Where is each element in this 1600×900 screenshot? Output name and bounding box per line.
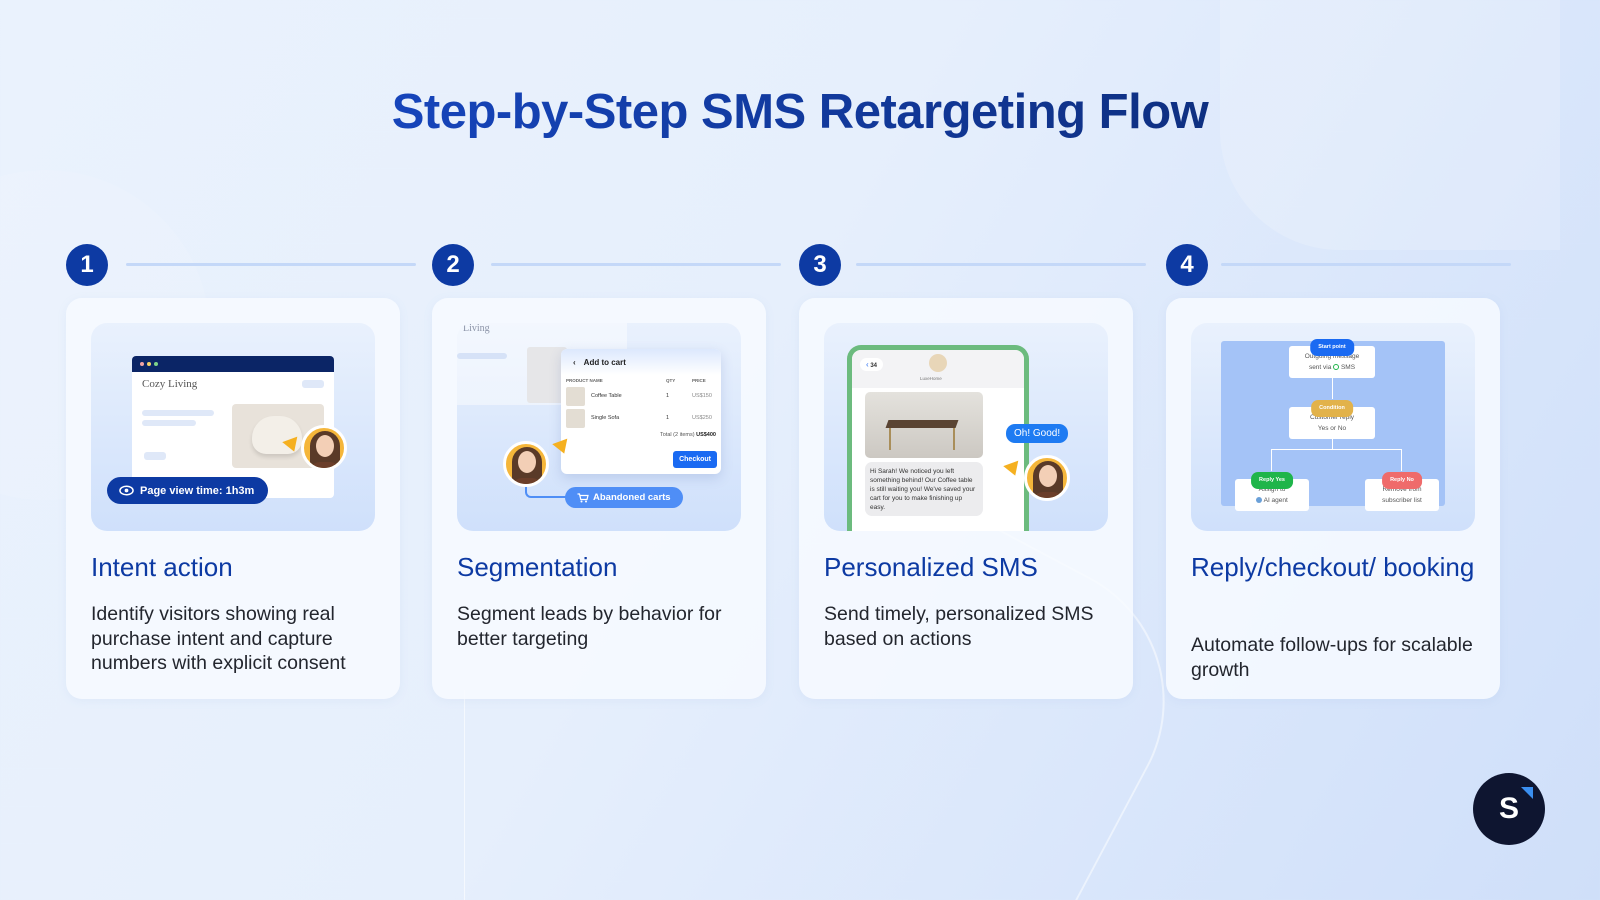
step-connector — [491, 263, 781, 266]
step-progress: 1 2 3 4 — [66, 244, 1536, 286]
background-line — [464, 690, 465, 900]
checkout-button[interactable]: Checkout — [673, 451, 717, 468]
card-description: Automate follow-ups for scalable growth — [1191, 634, 1473, 681]
avatar — [503, 441, 549, 487]
flow-node-condition[interactable]: Condition Customer reply Yes or No — [1289, 400, 1375, 439]
step-card-segmentation: Living ‹Add to cart PRODUCT NAME QTY PRI… — [432, 298, 766, 699]
page-title: Step-by-Step SMS Retargeting Flow — [0, 84, 1600, 140]
phone-mockup: ‹ 34 LuxeHome Hi Sarah! We noticed you l… — [847, 345, 1029, 531]
flow-illustration: Start point Outgoing message sent via SM… — [1191, 323, 1475, 531]
reply-bubble: Oh! Good! — [1006, 424, 1069, 443]
avatar — [301, 425, 347, 471]
step-connector — [1221, 263, 1511, 266]
step-card-personalized-sms: ‹ 34 LuxeHome Hi Sarah! We noticed you l… — [799, 298, 1133, 699]
cart-icon — [577, 492, 589, 502]
brand-logo[interactable]: S — [1473, 773, 1545, 845]
step-badge-4: 4 — [1166, 244, 1208, 286]
card-description: Segment leads by behavior for better tar… — [457, 603, 722, 650]
coffee-table-image — [865, 392, 983, 458]
step-badge-1: 1 — [66, 244, 108, 286]
logo-accent-icon — [1521, 787, 1533, 799]
card-title: Segmentation — [457, 552, 618, 582]
step-badge-3: 3 — [799, 244, 841, 286]
abandoned-carts-badge: Abandoned carts — [565, 487, 683, 508]
page-view-badge: Page view time: 1h3m — [107, 477, 269, 504]
back-chevron-icon[interactable]: ‹ — [573, 357, 576, 367]
card-title: Personalized SMS — [824, 552, 1038, 582]
step-card-intent-action: Cozy Living Page view time: 1h3m Intent … — [66, 298, 400, 699]
intent-illustration: Cozy Living Page view time: 1h3m — [91, 323, 375, 531]
site-brand: Cozy Living — [142, 378, 198, 390]
back-button[interactable]: ‹ 34 — [860, 358, 884, 371]
automation-flow: Start point Outgoing message sent via SM… — [1221, 339, 1445, 511]
sms-message: Hi Sarah! We noticed you left something … — [865, 462, 983, 516]
ai-agent-icon — [1256, 497, 1263, 504]
sender-logo-icon — [929, 354, 947, 372]
segmentation-illustration: Living ‹Add to cart PRODUCT NAME QTY PRI… — [457, 323, 741, 531]
step-card-reply-checkout: Start point Outgoing message sent via SM… — [1166, 298, 1500, 699]
cart-panel: ‹Add to cart PRODUCT NAME QTY PRICE Coff… — [561, 349, 721, 474]
sms-illustration: ‹ 34 LuxeHome Hi Sarah! We noticed you l… — [824, 323, 1108, 531]
card-description: Identify visitors showing real purchase … — [91, 603, 346, 674]
avatar — [1024, 455, 1070, 501]
card-title: Intent action — [91, 552, 233, 582]
sms-icon — [1333, 364, 1340, 371]
step-connector — [856, 263, 1146, 266]
flow-node-reply-yes[interactable]: Reply Yes Assign to AI agent — [1235, 472, 1309, 511]
step-connector — [126, 263, 416, 266]
eye-icon — [119, 485, 134, 496]
flow-node-reply-no[interactable]: Reply No Remove from subscriber list — [1365, 472, 1439, 511]
card-title: Reply/checkout/ booking — [1191, 552, 1475, 582]
card-description: Send timely, personalized SMS based on a… — [824, 603, 1094, 650]
step-badge-2: 2 — [432, 244, 474, 286]
flow-node-start[interactable]: Start point Outgoing message sent via SM… — [1289, 339, 1375, 378]
